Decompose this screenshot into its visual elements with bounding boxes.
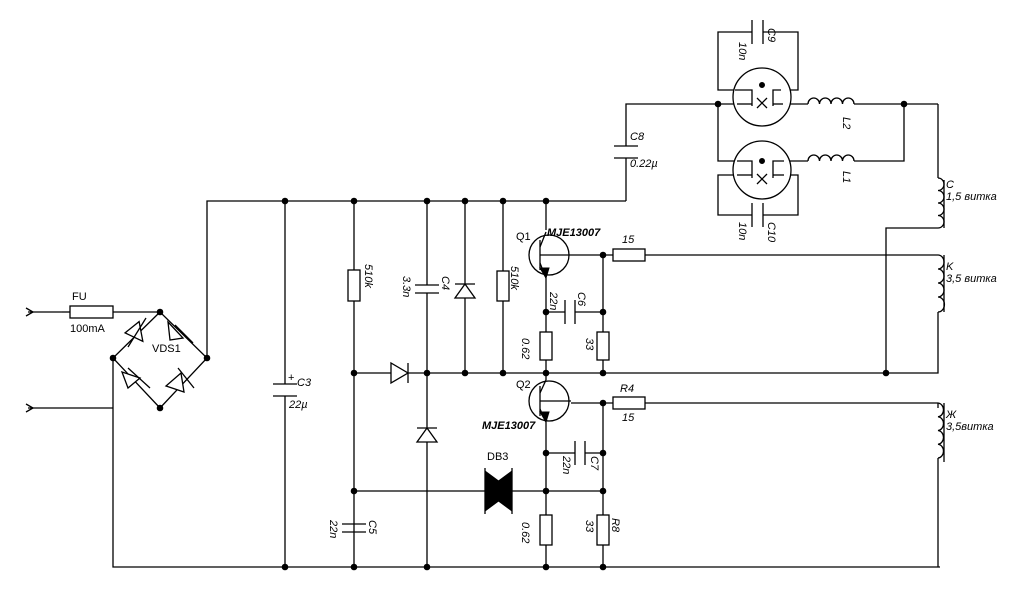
winding-zh bbox=[937, 402, 945, 459]
resistor-q2-emitter-value: 0.62 bbox=[519, 522, 531, 543]
l1-label: L1 bbox=[840, 171, 852, 183]
r8-value: 33 bbox=[583, 520, 595, 533]
diode-vertical-lower bbox=[415, 426, 439, 443]
winding-c-label: C bbox=[946, 179, 954, 191]
fuse-label: FU bbox=[72, 291, 87, 303]
diode-bridge-vds1 bbox=[112, 311, 208, 409]
resistor-q2-emitter bbox=[539, 514, 553, 546]
r8-label: R8 bbox=[609, 518, 621, 533]
winding-zh-turns: 3,5витка bbox=[946, 421, 994, 433]
c7-value: 22n bbox=[560, 455, 572, 474]
capacitor-c6 bbox=[564, 300, 576, 324]
transistor-q1 bbox=[528, 231, 571, 280]
c3-label: C3 bbox=[297, 377, 312, 389]
q2-type: MJE13007 bbox=[482, 420, 536, 432]
c8-value: 0.22µ bbox=[630, 158, 658, 170]
junction-dots bbox=[109, 100, 908, 571]
c10-value: 10n bbox=[736, 222, 748, 240]
c7-label: C7 bbox=[588, 456, 600, 471]
capacitor-c4 bbox=[415, 284, 439, 294]
lamp-upper bbox=[732, 67, 792, 127]
lamp-lower bbox=[732, 140, 792, 200]
c3-value: 22µ bbox=[288, 399, 308, 411]
resistor-q1-emitter-value: 0.62 bbox=[519, 338, 531, 359]
resistor-r4 bbox=[612, 396, 646, 410]
diode-horizontal bbox=[390, 361, 410, 385]
c6-value: 22n bbox=[547, 291, 559, 310]
q2-label: Q2 bbox=[516, 379, 531, 391]
c4-label: C4 bbox=[439, 276, 451, 290]
c5-label: C5 bbox=[366, 520, 378, 535]
resistor-510k-left-value: 510k bbox=[362, 264, 374, 288]
capacitor-c9 bbox=[751, 20, 764, 44]
diac-db3 bbox=[484, 468, 513, 514]
capacitor-c3 bbox=[273, 383, 297, 397]
c5-value: 22n bbox=[327, 519, 339, 538]
q1-label: Q1 bbox=[516, 231, 531, 243]
capacitor-c7 bbox=[574, 441, 586, 465]
bridge-label: VDS1 bbox=[152, 343, 181, 355]
c10-label: C10 bbox=[765, 222, 777, 243]
r4-value: 15 bbox=[622, 412, 635, 424]
resistor-510k-left bbox=[347, 269, 361, 302]
db3-label: DB3 bbox=[487, 451, 508, 463]
winding-zh-label: Ж bbox=[945, 409, 957, 421]
winding-c-turns: 1,5 витка bbox=[946, 191, 997, 203]
capacitor-c8 bbox=[614, 145, 638, 159]
resistor-510k-right bbox=[496, 270, 510, 302]
c4-value: 3.3n bbox=[400, 276, 412, 297]
resistor-q1-be bbox=[596, 331, 610, 361]
diode-vertical-upper bbox=[453, 282, 477, 299]
q1-type: MJE13007 bbox=[547, 227, 601, 239]
c6-label: C6 bbox=[575, 292, 587, 307]
fuse-rating: 100mA bbox=[70, 323, 106, 335]
input-terminal-1 bbox=[25, 307, 35, 317]
c9-value: 10n bbox=[736, 42, 748, 60]
winding-c bbox=[937, 177, 945, 229]
resistor-q1-be-value: 33 bbox=[583, 338, 595, 351]
input-terminal-2 bbox=[25, 403, 35, 413]
inductor-l1 bbox=[807, 154, 855, 162]
resistor-q1-emitter bbox=[539, 331, 553, 361]
resistor-r8 bbox=[596, 514, 610, 546]
c8-label: C8 bbox=[630, 131, 645, 143]
l2-label: L2 bbox=[840, 117, 852, 129]
wires bbox=[28, 31, 940, 568]
capacitor-c5 bbox=[342, 523, 366, 533]
capacitor-c10 bbox=[751, 203, 764, 227]
inductor-l2 bbox=[807, 97, 855, 105]
transistor-q2 bbox=[528, 379, 571, 424]
r4-label: R4 bbox=[620, 383, 634, 395]
c3-plus: + bbox=[288, 372, 294, 384]
c9-label: C9 bbox=[765, 28, 777, 42]
resistor-q1-base-value: 15 bbox=[622, 234, 635, 246]
resistor-510k-right-value: 510k bbox=[508, 266, 520, 290]
winding-k-turns: 3,5 витка bbox=[946, 273, 997, 285]
fuse-fu bbox=[69, 305, 114, 319]
winding-k-label: K bbox=[946, 261, 954, 273]
resistor-q1-base bbox=[612, 248, 646, 262]
